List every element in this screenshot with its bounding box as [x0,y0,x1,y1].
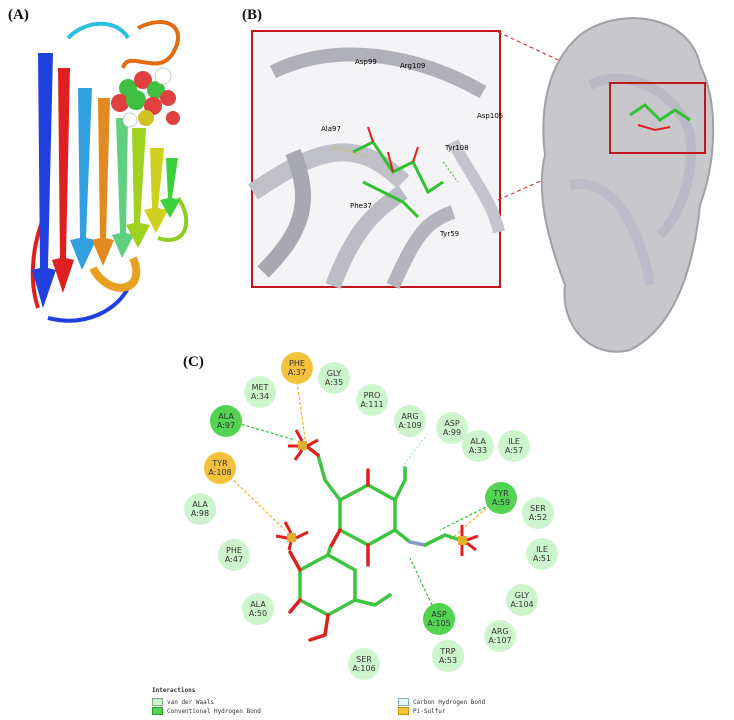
residue-label-arg109: Arg109 [400,62,426,70]
zoom-inset: Asp99 Arg109 Asp105 Ala97 Tyr108 Phe37 T… [248,30,505,289]
panel-a-label: (A) [8,7,29,23]
protein-ribbon-figure [30,20,189,323]
residue-label-tyr108: Tyr108 [445,144,469,152]
panel-b-label: (B) [242,7,262,23]
binding-site-closeup [248,47,505,289]
legend-title: Interactions [152,687,196,694]
residue-label-phe37: Phe37 [350,202,372,210]
legend-item-hbond: Conventional Hydrogen Bond [152,707,261,715]
legend-item-chbond: Carbon Hydrogen Bond [398,698,485,706]
residue-label-asp99: Asp99 [355,58,377,66]
residue-label-asp105: Asp105 [477,112,504,120]
legend-item-vdw: van der Waals [152,698,214,706]
protein-surface [540,17,715,353]
legend-swatch [398,698,409,706]
residue-label-ala97: Ala97 [321,125,341,133]
interaction-legend: Interactions van der Waals Conventional … [152,687,612,717]
legend-swatch [398,707,409,715]
legend-swatch [152,707,163,715]
panel-c-label: (C) [183,354,204,370]
residue-label-tyr59: Tyr59 [440,230,460,238]
legend-item-pisulfur: Pi-Sulfur [398,707,446,715]
legend-swatch [152,698,163,706]
